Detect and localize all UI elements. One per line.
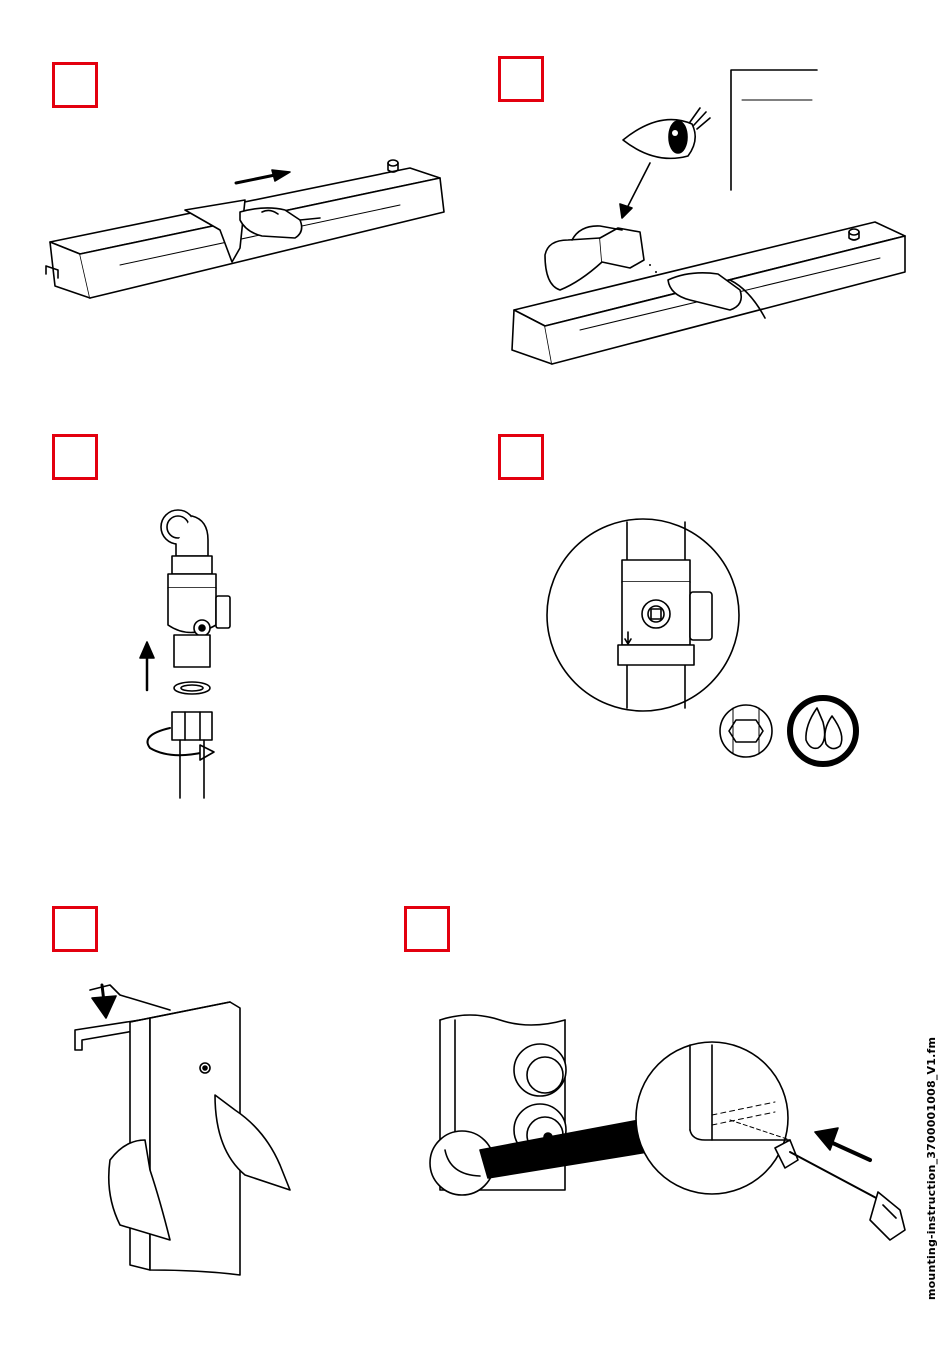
inspect-and-clean-icon <box>512 70 905 364</box>
mount-panel-icon <box>75 985 290 1275</box>
screw-fixing-icon <box>430 1015 905 1240</box>
file-label: mounting-instruction_3700001008_V1.fm <box>925 1037 938 1300</box>
valve-connection-icon <box>140 510 230 798</box>
valve-detail-icon <box>547 519 856 764</box>
wipe-housing-icon <box>46 160 444 298</box>
